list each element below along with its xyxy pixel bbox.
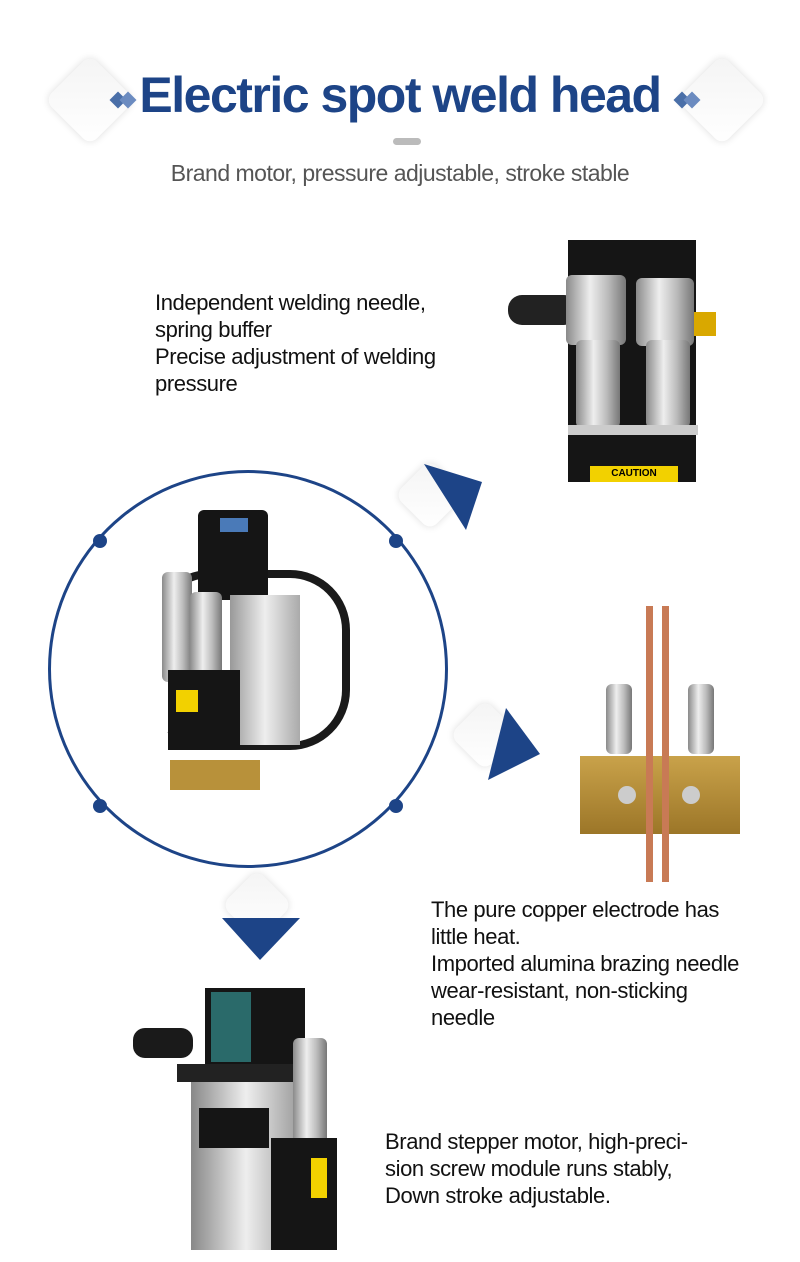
feature-line: Independent welding needle,	[155, 290, 426, 315]
product-circle-frame	[48, 470, 448, 868]
feature-line: Imported alumina brazing needle	[431, 951, 740, 976]
feature-line: wear-resistant, non-sticking	[431, 978, 688, 1003]
feature-line: spring buffer	[155, 317, 272, 342]
knob-right	[636, 278, 694, 346]
circle-dot	[389, 534, 403, 548]
photo-weld-head	[140, 500, 370, 830]
page-title: Electric spot weld head	[139, 67, 662, 123]
knob-left	[566, 275, 626, 345]
title-divider	[393, 138, 421, 145]
feature-line: The pure copper electrode has	[431, 897, 720, 922]
caution-label: CAUTION	[590, 466, 678, 482]
circle-dot	[93, 799, 107, 813]
arrow-triangle-icon	[424, 464, 482, 530]
photo-copper-electrode	[578, 606, 744, 882]
feature-line: little heat.	[431, 924, 521, 949]
feature-text-motor: Brand stepper motor, high-preci- sion sc…	[385, 1128, 688, 1209]
photo-stepper-motor	[133, 988, 337, 1250]
photo-adjustment-knobs: CAUTION	[508, 240, 730, 482]
feature-line: Brand stepper motor, high-preci-	[385, 1129, 688, 1154]
feature-line: needle	[431, 1005, 495, 1030]
circle-dot	[389, 799, 403, 813]
feature-line: sion screw module runs stably,	[385, 1156, 673, 1181]
page-subtitle: Brand motor, pressure adjustable, stroke…	[170, 160, 630, 186]
feature-line: pressure	[155, 371, 238, 396]
arrow-triangle-icon	[222, 918, 300, 960]
feature-line: Precise adjustment of welding	[155, 344, 436, 369]
feature-text-electrode: The pure copper electrode has little hea…	[431, 896, 739, 1031]
arrow-triangle-icon	[488, 708, 540, 780]
feature-text-needle: Independent welding needle, spring buffe…	[155, 289, 436, 397]
feature-line: Down stroke adjustable.	[385, 1183, 611, 1208]
circle-dot	[93, 534, 107, 548]
